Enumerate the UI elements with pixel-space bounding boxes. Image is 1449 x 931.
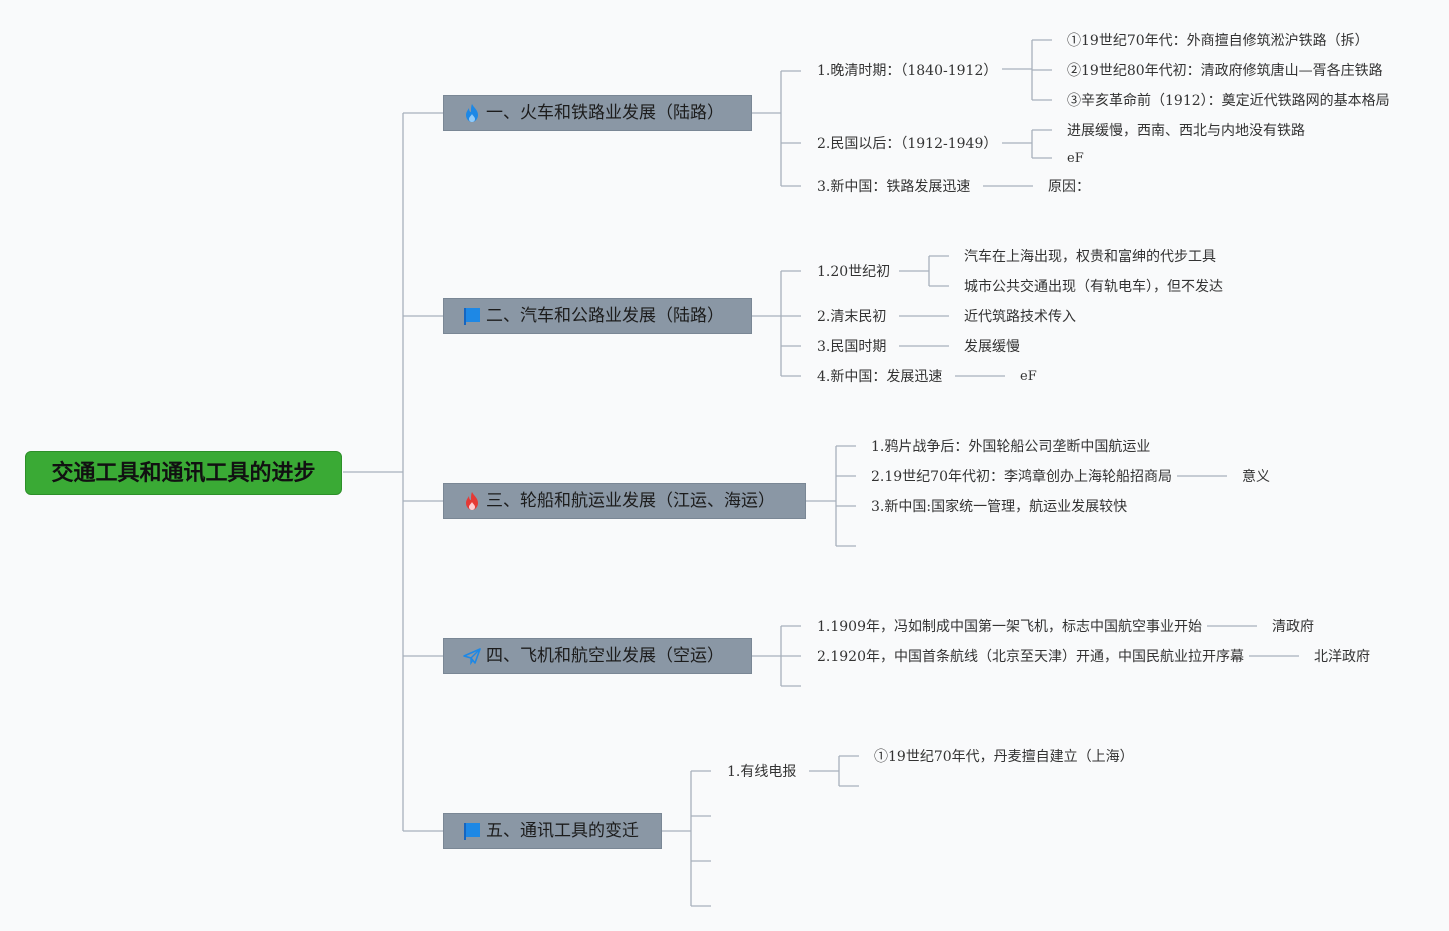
railway-late-qing-detail-2[interactable]: ②19世纪80年代初：清政府修筑唐山—胥各庄铁路	[1067, 63, 1383, 79]
highway-item-late-qing[interactable]: 2.清末民初	[817, 309, 887, 325]
highway-item-early-20c[interactable]: 1.20世纪初	[817, 264, 891, 280]
railway-item-new-china[interactable]: 3.新中国：铁路发展迅速	[817, 179, 971, 195]
branch-label: 三、轮船和航运业发展（江运、海运）	[486, 491, 775, 511]
highway-item-new-china[interactable]: 4.新中国：发展迅速	[817, 369, 943, 385]
shipping-item-opium-war[interactable]: 1.鸦片战争后：外国轮船公司垄断中国航运业	[871, 439, 1151, 455]
shipping-significance[interactable]: 意义	[1242, 469, 1270, 485]
red-flame-icon	[462, 489, 482, 510]
branch-communication[interactable]: 五、通讯工具的变迁	[443, 813, 662, 849]
branch-aviation[interactable]: 四、飞机和航空业发展（空运）	[443, 638, 752, 674]
railway-republic-detail-2[interactable]: eF	[1067, 151, 1084, 166]
shipping-item-merchants-bureau[interactable]: 2.19世纪70年代初：李鸿章创办上海轮船招商局	[871, 469, 1172, 485]
blue-flag-icon	[462, 819, 482, 840]
aviation-1920-government[interactable]: 北洋政府	[1314, 649, 1370, 665]
shipping-item-new-china[interactable]: 3.新中国:国家统一管理，航运业发展较快	[871, 499, 1128, 515]
branch-label: 二、汽车和公路业发展（陆路）	[486, 306, 724, 326]
branch-label: 一、火车和铁路业发展（陆路）	[486, 103, 724, 123]
aviation-item-1909[interactable]: 1.1909年，冯如制成中国第一架飞机，标志中国航空事业开始	[817, 619, 1202, 635]
root-topic[interactable]: 交通工具和通讯工具的进步	[25, 451, 342, 495]
branch-highway[interactable]: 二、汽车和公路业发展（陆路）	[443, 298, 752, 334]
blue-flag-icon	[462, 304, 482, 325]
communication-item-telegraph[interactable]: 1.有线电报	[727, 764, 797, 780]
railway-new-china-reason[interactable]: 原因：	[1048, 179, 1090, 195]
railway-late-qing-detail-1[interactable]: ①19世纪70年代：外商擅自修筑淞沪铁路（拆）	[1067, 33, 1369, 49]
railway-late-qing-detail-3[interactable]: ③辛亥革命前（1912）：奠定近代铁路网的基本格局	[1067, 93, 1390, 109]
communication-telegraph-detail[interactable]: ①19世纪70年代，丹麦擅自建立（上海）	[874, 749, 1134, 765]
branch-label: 四、飞机和航空业发展（空运）	[486, 646, 724, 666]
branch-shipping[interactable]: 三、轮船和航运业发展（江运、海运）	[443, 483, 806, 519]
aviation-item-1920[interactable]: 2.1920年，中国首条航线（北京至天津）开通，中国民航业拉开序幕	[817, 649, 1244, 665]
aviation-1909-government[interactable]: 清政府	[1272, 619, 1314, 635]
highway-new-china-detail[interactable]: eF	[1020, 369, 1037, 384]
railway-item-late-qing[interactable]: 1.晚清时期：（1840-1912）	[817, 63, 998, 79]
railway-item-republic[interactable]: 2.民国以后：（1912-1949）	[817, 136, 998, 152]
highway-late-qing-detail[interactable]: 近代筑路技术传入	[964, 309, 1076, 325]
railway-republic-detail-1[interactable]: 进展缓慢，西南、西北与内地没有铁路	[1067, 123, 1305, 139]
blue-flame-icon	[462, 101, 482, 122]
paper-plane-icon	[462, 644, 482, 666]
highway-early-20c-detail-2[interactable]: 城市公共交通出现（有轨电车），但不发达	[964, 279, 1223, 295]
highway-item-republic[interactable]: 3.民国时期	[817, 339, 887, 355]
highway-early-20c-detail-1[interactable]: 汽车在上海出现，权贵和富绅的代步工具	[964, 249, 1216, 265]
branch-label: 五、通讯工具的变迁	[486, 821, 639, 841]
highway-republic-detail[interactable]: 发展缓慢	[964, 339, 1020, 355]
branch-railway[interactable]: 一、火车和铁路业发展（陆路）	[443, 95, 752, 131]
